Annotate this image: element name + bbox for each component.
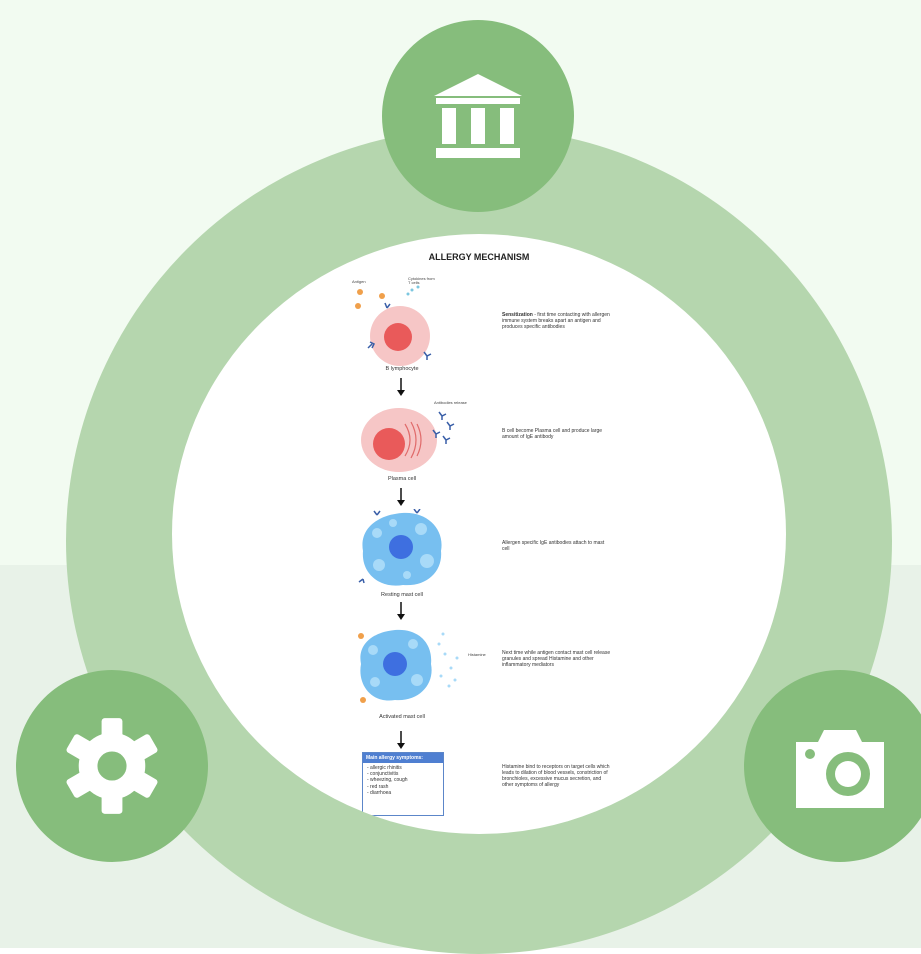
down-arrow-icon xyxy=(397,378,405,396)
gear-icon xyxy=(66,718,158,814)
cytokines-label: Cytokines from T cells xyxy=(408,276,435,285)
down-arrow-icon xyxy=(397,731,405,749)
b-lymphocyte-illustration xyxy=(355,285,432,366)
stage-description: Sensitization - first time contacting wi… xyxy=(502,312,610,330)
stage-caption: B lymphocyte xyxy=(385,366,419,372)
stage-caption: Activated mast cell xyxy=(379,714,425,720)
stage-description: Allergen specific IgE antibodies attach … xyxy=(502,540,605,552)
bank-icon xyxy=(434,74,522,158)
antibodies-label: Antibodies release xyxy=(434,400,467,405)
symptom-item: - conjunctivitis xyxy=(367,771,399,778)
symptoms-list: - allergic rhinitis - conjunctivitis - w… xyxy=(363,763,443,798)
camera-icon xyxy=(796,730,884,808)
symptom-item: - allergic rhinitis xyxy=(367,765,402,771)
stage-caption: Plasma cell xyxy=(387,476,417,482)
diagram-title: ALLERGY MECHANISM xyxy=(428,252,530,262)
histamine-label: Histamine xyxy=(468,652,486,657)
stage-description: Histamine bind to receptors on target ce… xyxy=(502,764,610,788)
down-arrow-icon xyxy=(397,602,405,620)
camera-button[interactable] xyxy=(744,670,921,862)
symptoms-heading: Main allergy symptoms: xyxy=(363,753,443,763)
symptom-item: - red rash xyxy=(367,783,389,790)
plasma-cell-illustration xyxy=(361,408,455,472)
stage-description: Next time while antigen contact mast cel… xyxy=(502,650,611,668)
stage-description: B cell become Plasma cell and produce la… xyxy=(502,428,603,440)
symptom-item: - diarrhoea xyxy=(367,789,392,796)
activated-mast-cell-illustration xyxy=(358,629,459,703)
symptoms-box: Main allergy symptoms: - allergic rhinit… xyxy=(362,752,444,816)
settings-button[interactable] xyxy=(16,670,208,862)
resting-mast-cell-illustration xyxy=(358,509,442,586)
antigen-label: Antigen xyxy=(352,279,366,284)
down-arrow-icon xyxy=(397,488,405,506)
symptom-item: - wheezing, cough xyxy=(367,777,408,784)
stage-caption: Resting mast cell xyxy=(381,592,423,598)
bank-button[interactable] xyxy=(382,20,574,212)
diagram-panel: ALLERGY MECHANISM Antigen Cytokines from… xyxy=(172,234,786,834)
